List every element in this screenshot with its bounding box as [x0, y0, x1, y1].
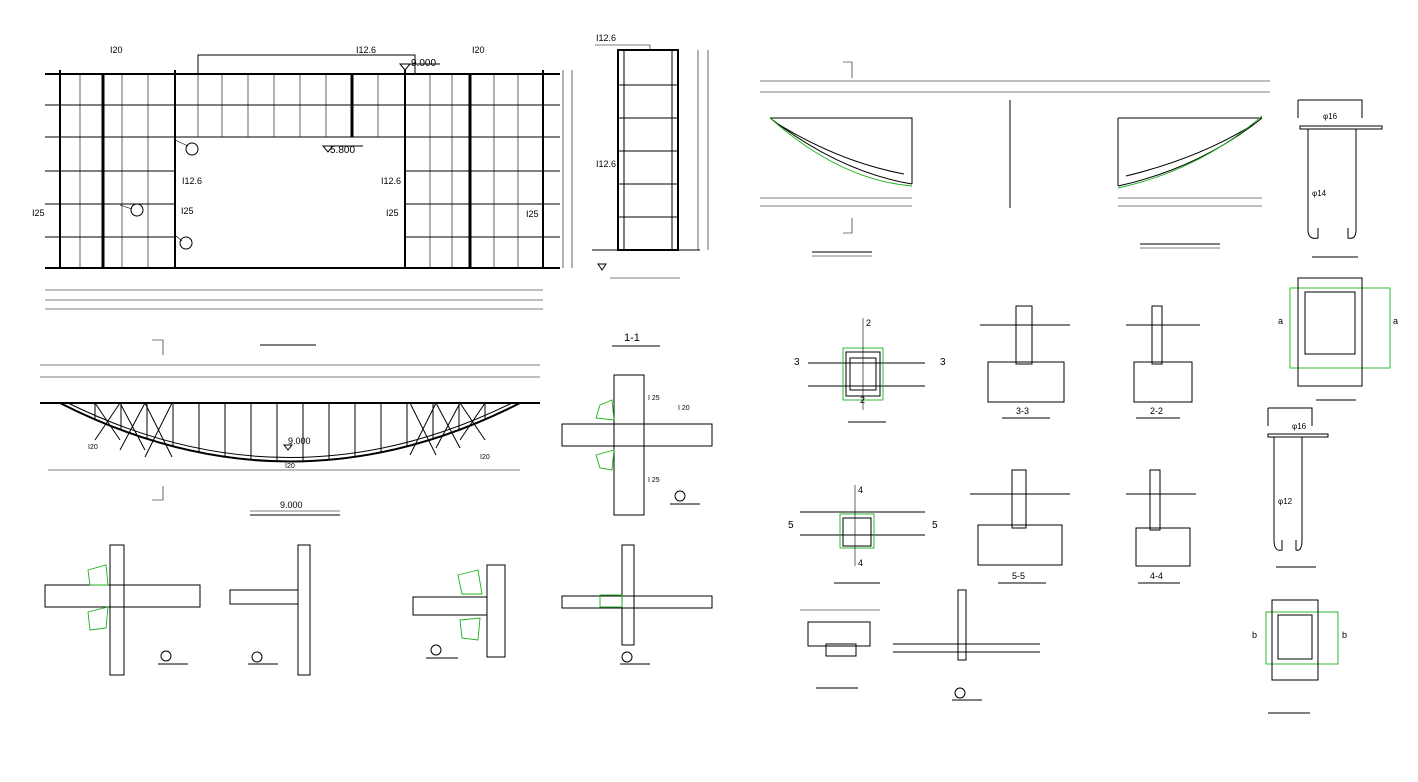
- mark-b-left: b: [1252, 630, 1257, 640]
- rebar-side2: φ12: [1278, 497, 1293, 506]
- truss-left-member: I20: [88, 444, 98, 451]
- label-top-right: I20: [472, 45, 485, 55]
- svg-text:I 25: I 25: [648, 395, 660, 402]
- side-label-top: I12.6: [596, 33, 616, 43]
- mark-2-top: 2: [866, 318, 871, 328]
- section-2-2-title: 2-2: [1150, 406, 1163, 416]
- mark-5-right: 5: [932, 520, 938, 531]
- section-1-1-title: 1-1: [624, 332, 640, 344]
- side-label-mid: I12.6: [596, 159, 616, 169]
- rebar-details-right: φ16 φ14 φ16 φ12 a a b b: [1252, 99, 1398, 714]
- label-col-left: I12.6: [182, 176, 202, 186]
- truss-bottom-member: I20: [285, 463, 295, 470]
- truss-elevation: 9.000 9.000 I20 I20 I20: [40, 339, 540, 516]
- base-details: 3 3 2 2 3-3 2-2 5 5 4 4 5-5: [788, 305, 1200, 701]
- mark-3-left: 3: [794, 357, 800, 368]
- label-top-center: I12.6: [356, 45, 376, 55]
- side-elevation: I12.6 I12.6: [592, 33, 709, 279]
- mark-4-top: 4: [858, 485, 863, 495]
- truss-plan-top-right: [760, 61, 1270, 257]
- section-4-4-title: 4-4: [1150, 571, 1163, 581]
- mark-a-left: a: [1278, 316, 1283, 326]
- mark-4-bottom: 4: [858, 558, 863, 568]
- label-side-left: I25: [32, 208, 45, 218]
- section-1-1: 1-1 I 25 I 20 I 25: [561, 332, 713, 516]
- section-3-3-title: 3-3: [1016, 406, 1029, 416]
- mark-3-right: 3: [940, 357, 946, 368]
- label-top-left: I20: [110, 45, 123, 55]
- truss-title: 9.000: [280, 500, 303, 510]
- truss-level: 9.000: [288, 436, 311, 446]
- svg-text:I 20: I 20: [678, 405, 690, 412]
- svg-text:I 25: I 25: [648, 477, 660, 484]
- joint-details-bottom-left: [44, 544, 713, 676]
- rebar-side1: φ14: [1312, 189, 1327, 198]
- front-elevation: I20 I12.6 I20 9.000 5.800 I12.6 I12.6 I2…: [32, 45, 573, 346]
- mark-2-bottom: 2: [860, 395, 865, 405]
- truss-right-member: I20: [480, 454, 490, 461]
- rebar-top2: φ16: [1292, 422, 1307, 431]
- label-col-right: I12.6: [381, 176, 401, 186]
- mark-a-right: a: [1393, 316, 1398, 326]
- mark-5-left: 5: [788, 520, 794, 531]
- rebar-top1: φ16: [1323, 112, 1338, 121]
- section-5-5-title: 5-5: [1012, 571, 1025, 581]
- level-mid: 5.800: [330, 145, 355, 156]
- label-side-right2: I25: [526, 209, 539, 219]
- mark-b-right: b: [1342, 630, 1347, 640]
- label-side-left2: I25: [181, 206, 194, 216]
- level-top: 9.000: [411, 58, 436, 69]
- label-side-right: I25: [386, 208, 399, 218]
